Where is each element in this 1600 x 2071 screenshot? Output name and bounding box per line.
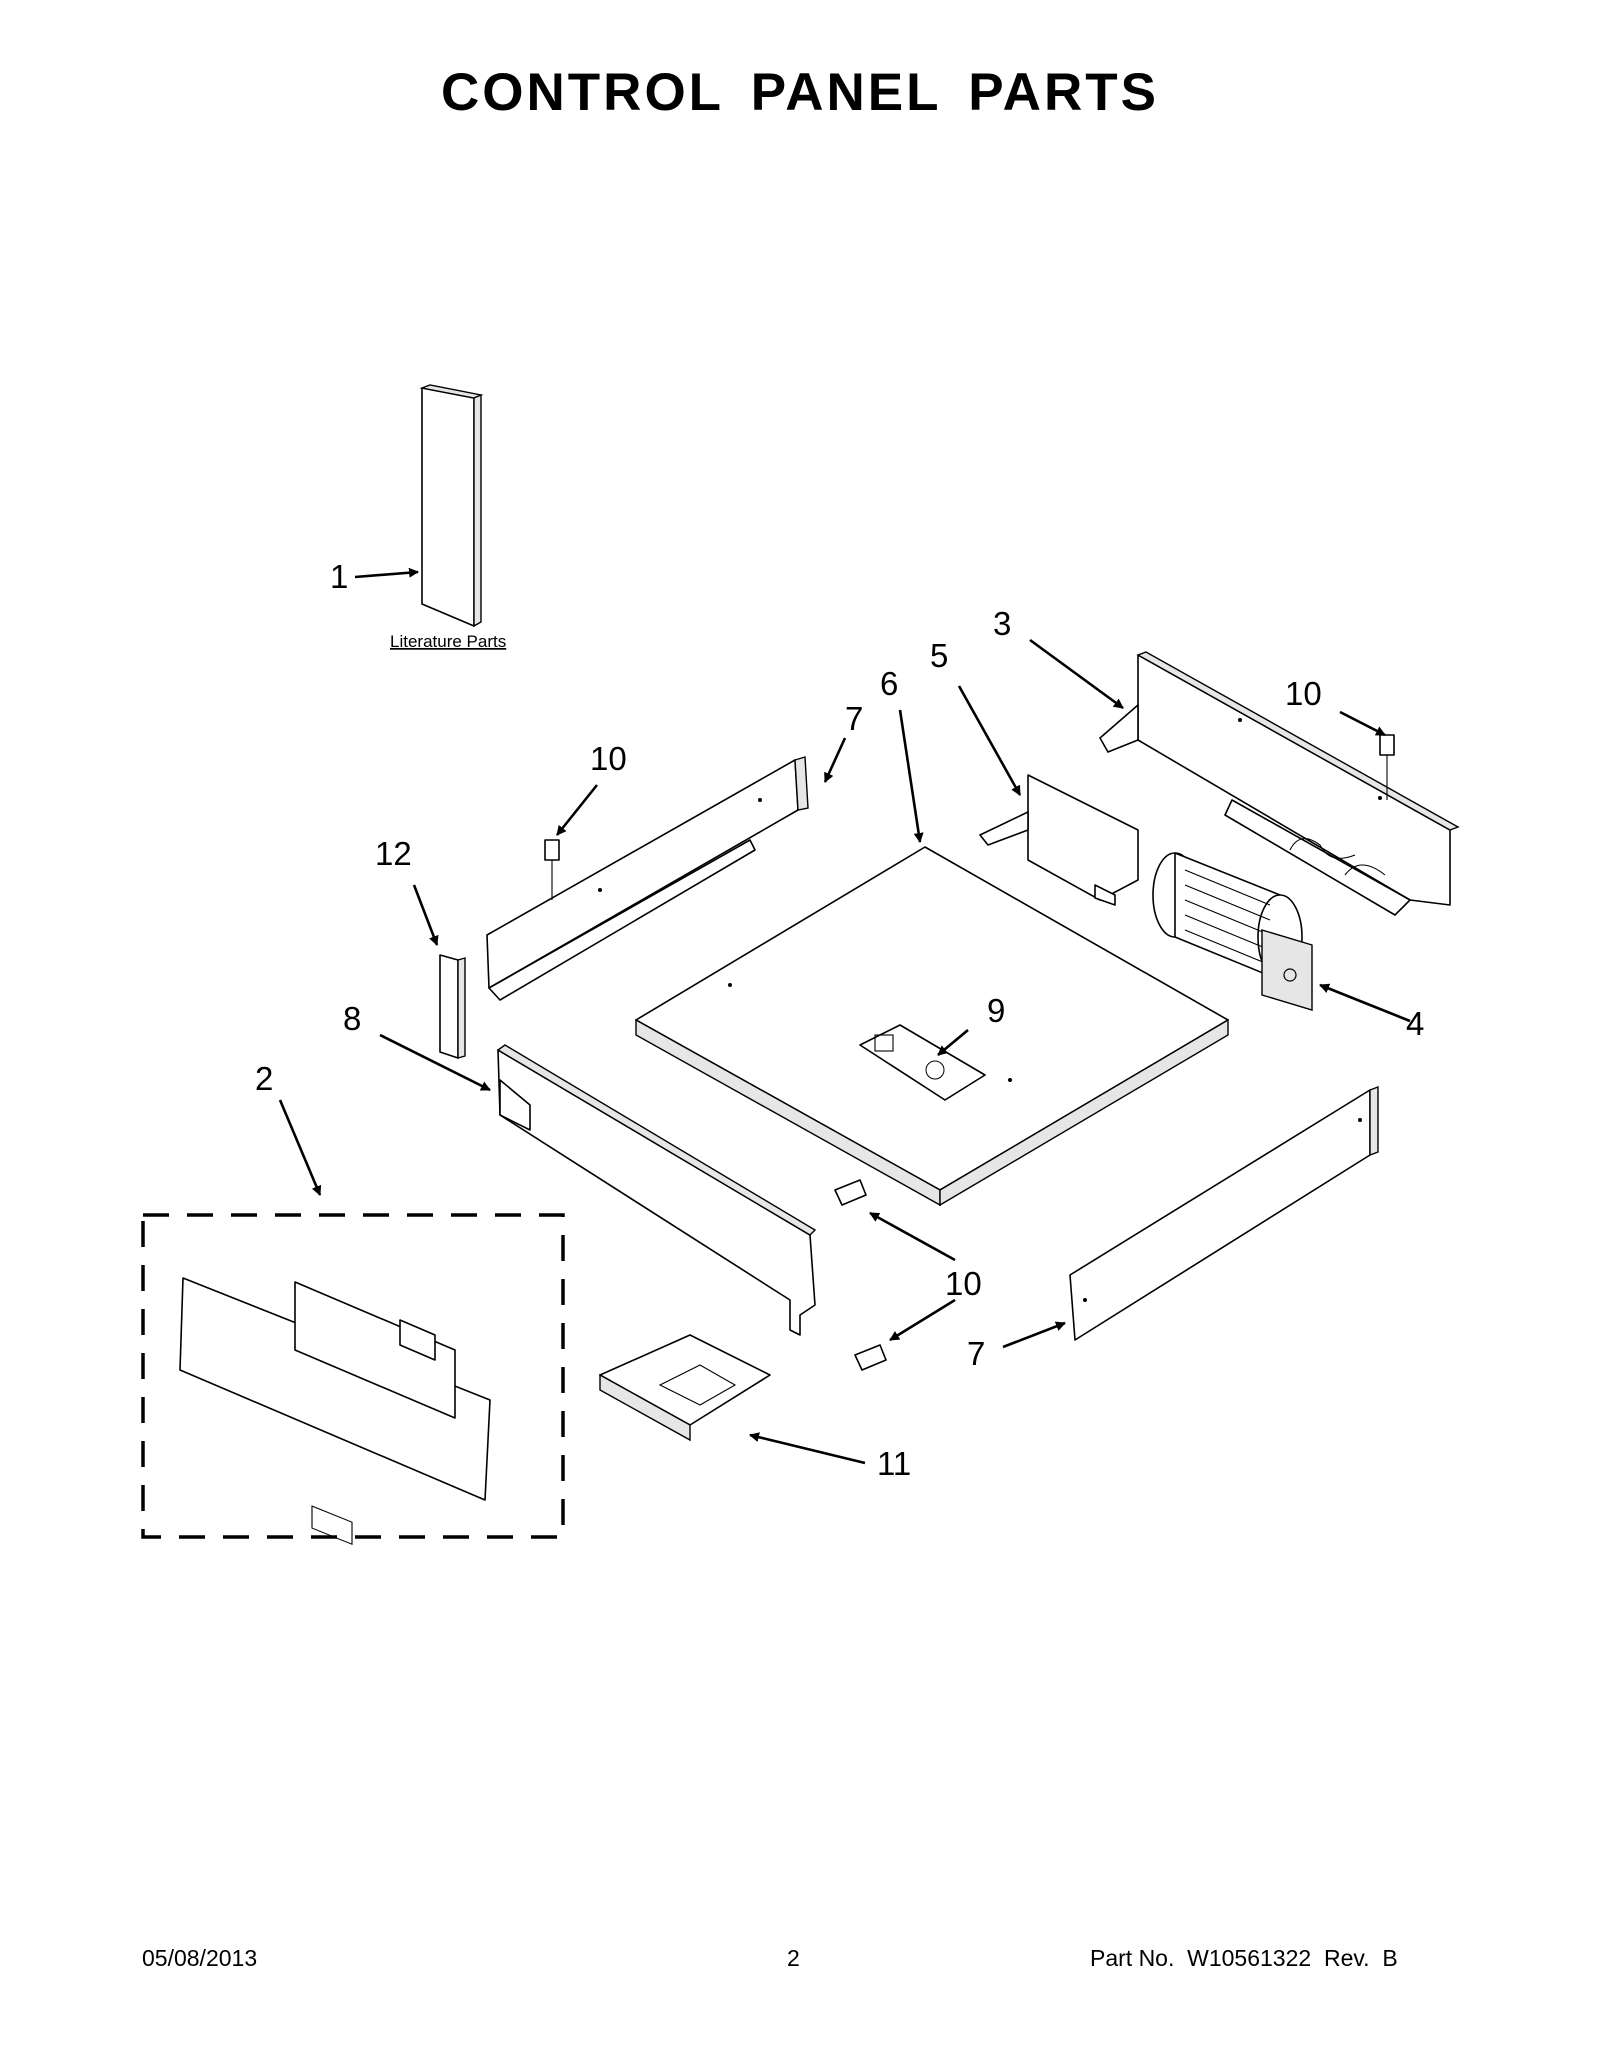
callout-arrows [278,567,1411,1465]
screw-part-center [834,1179,887,1371]
footer-date: 05/08/2013 [142,1945,258,1971]
callout-11: 11 [877,1445,911,1482]
callout-7-upper: 7 [845,700,863,737]
cover-plate-part [635,846,1229,1207]
front-bracket-part [496,1044,817,1336]
callout-1: 1 [330,558,348,595]
callout-2: 2 [255,1060,273,1097]
callout-12: 12 [375,835,412,872]
side-bracket-lower-part [1069,1085,1379,1341]
footer-page-number: 2 [787,1945,800,1971]
callout-10-top-right: 10 [1285,675,1322,712]
callout-10-center: 10 [945,1265,982,1302]
spacer-strip-part [439,954,466,1059]
callout-9: 9 [987,992,1005,1029]
small-bracket-part [979,774,1139,906]
control-panel-assembly-part [179,1277,491,1545]
callout-7-lower: 7 [967,1335,985,1372]
callout-5: 5 [930,637,948,674]
screw-part-left [544,839,560,900]
screw-part-top-right [1379,734,1395,800]
page-title: CONTROL PANEL PARTS [441,63,1159,122]
callout-3: 3 [993,605,1011,642]
blower-fan-part [1152,852,1313,1011]
footer-part-number: Part No. W10561322 Rev. B [1090,1945,1398,1971]
callout-8: 8 [343,1000,361,1037]
callout-4: 4 [1406,1005,1424,1042]
panel-assembly-dashed-box [141,1213,565,1539]
control-board-part [599,1334,771,1442]
callout-10-left: 10 [590,740,627,777]
literature-parts-caption: Literature Parts [390,632,506,651]
callout-6: 6 [880,665,898,702]
rear-bracket-part [1099,651,1460,916]
literature-booklet-part [419,384,484,628]
side-bracket-upper-part [486,756,809,1001]
power-board-part [859,1024,986,1101]
